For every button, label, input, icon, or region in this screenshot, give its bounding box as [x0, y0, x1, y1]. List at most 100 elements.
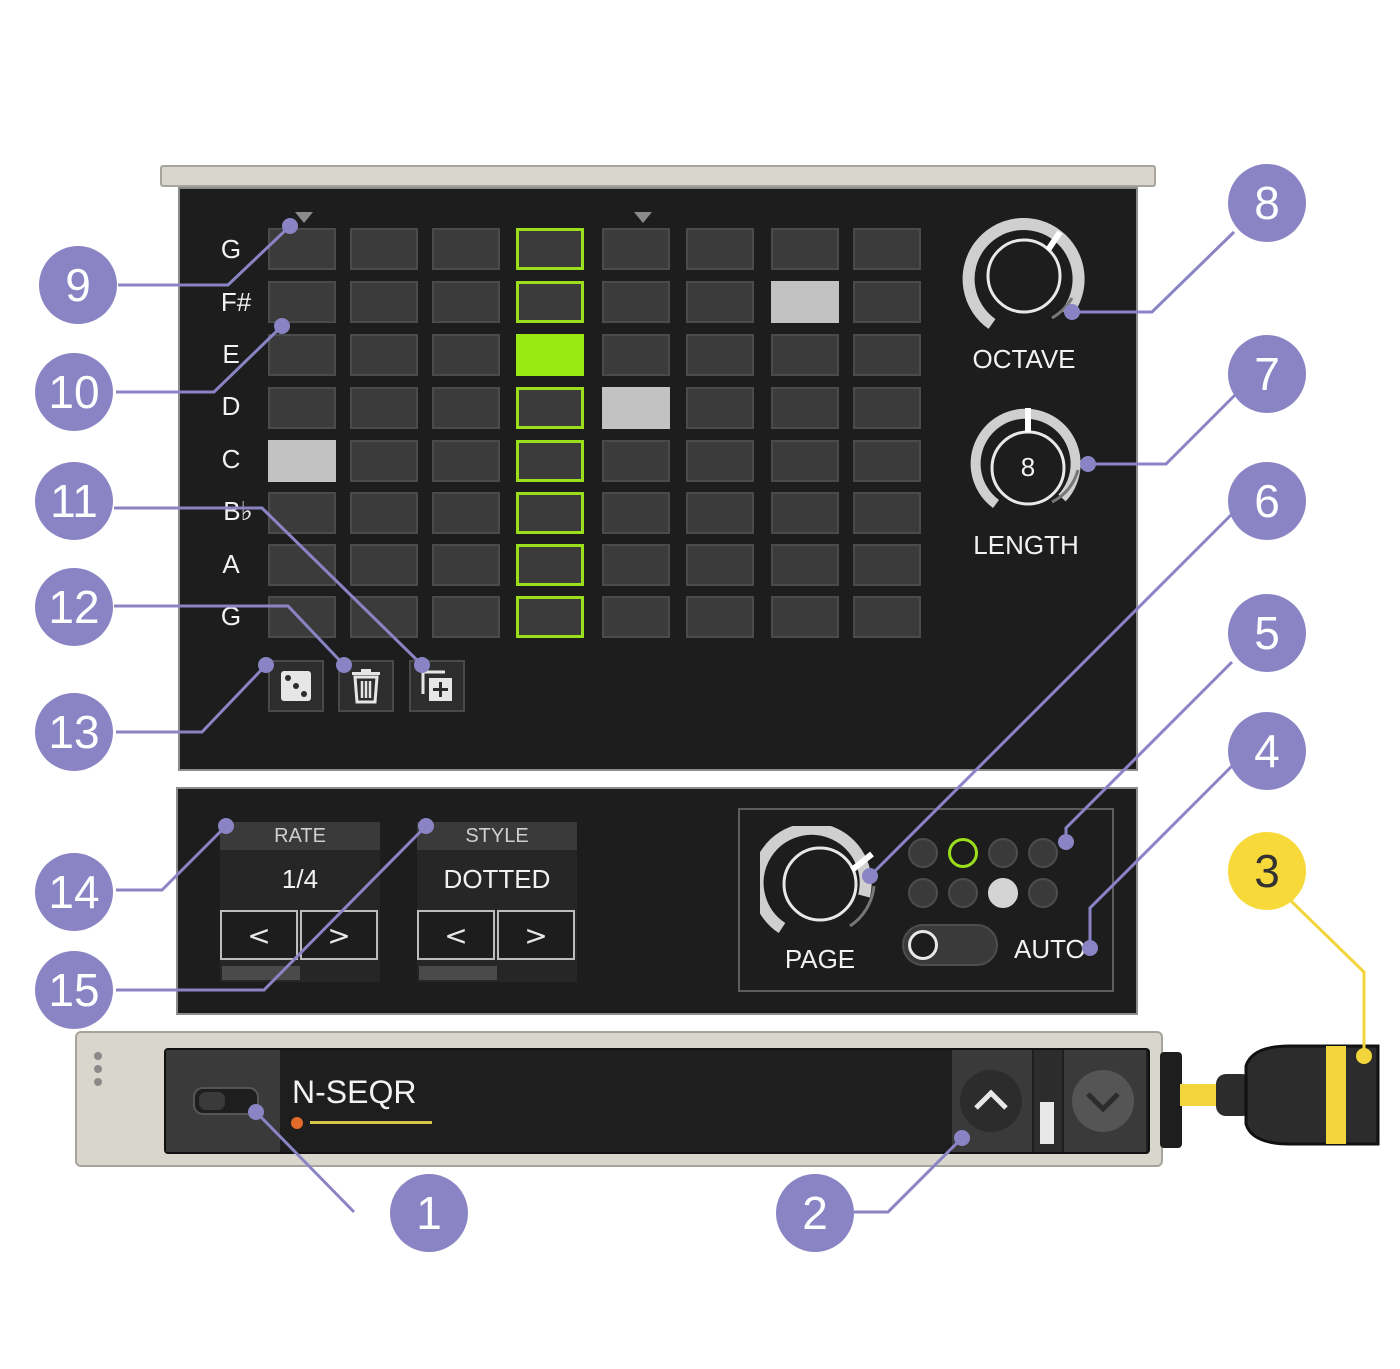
- rate-label: RATE: [220, 822, 380, 850]
- grid-cell[interactable]: [350, 596, 418, 638]
- grid-cell[interactable]: [516, 281, 584, 323]
- grid-cell[interactable]: [432, 544, 500, 586]
- grid-cell[interactable]: [853, 334, 921, 376]
- duplicate-button[interactable]: [409, 660, 465, 712]
- rate-next-button[interactable]: >: [300, 910, 378, 960]
- page-label: PAGE: [784, 944, 856, 974]
- grid-cell[interactable]: [602, 544, 670, 586]
- grid-cell[interactable]: [350, 440, 418, 482]
- grid-cell[interactable]: [268, 387, 336, 429]
- grid-cell[interactable]: [853, 440, 921, 482]
- grid-cell[interactable]: [516, 228, 584, 270]
- grid-cell[interactable]: [268, 334, 336, 376]
- grid-cell[interactable]: [686, 281, 754, 323]
- grid-cell[interactable]: [771, 387, 839, 429]
- grid-cell[interactable]: [853, 544, 921, 586]
- grid-cell[interactable]: [853, 492, 921, 534]
- page-knob[interactable]: [760, 826, 884, 938]
- grid-cell[interactable]: [771, 492, 839, 534]
- callout-7: 7: [1228, 335, 1306, 413]
- grid-cell[interactable]: [268, 544, 336, 586]
- grid-cell[interactable]: [350, 492, 418, 534]
- grid-cell[interactable]: [771, 440, 839, 482]
- grid-cell[interactable]: [602, 492, 670, 534]
- page-led[interactable]: [988, 878, 1018, 908]
- grid-cell[interactable]: [350, 387, 418, 429]
- grid-cell[interactable]: [432, 492, 500, 534]
- grid-cell[interactable]: [350, 544, 418, 586]
- device-menu-icon[interactable]: [94, 1052, 104, 1092]
- grid-cell[interactable]: [432, 387, 500, 429]
- grid-cell[interactable]: [686, 596, 754, 638]
- grid-cell[interactable]: [350, 334, 418, 376]
- grid-cell[interactable]: [853, 228, 921, 270]
- callout-anchor-dot: [1356, 1048, 1372, 1064]
- preset-down-button[interactable]: [1072, 1070, 1134, 1132]
- note-label: G: [220, 601, 242, 631]
- callout-2: 2: [776, 1174, 854, 1252]
- grid-cell[interactable]: [853, 387, 921, 429]
- grid-cell[interactable]: [602, 387, 670, 429]
- grid-cell[interactable]: [516, 596, 584, 638]
- grid-cell[interactable]: [516, 387, 584, 429]
- grid-cell[interactable]: [516, 492, 584, 534]
- style-next-button[interactable]: >: [497, 910, 575, 960]
- note-label: F#: [220, 287, 252, 317]
- auto-toggle[interactable]: [902, 924, 998, 966]
- grid-cell[interactable]: [853, 281, 921, 323]
- page-led[interactable]: [908, 878, 938, 908]
- grid-cell[interactable]: [516, 544, 584, 586]
- grid-cell[interactable]: [686, 387, 754, 429]
- grid-cell[interactable]: [432, 281, 500, 323]
- grid-cell[interactable]: [686, 334, 754, 376]
- callout-10: 10: [35, 353, 113, 431]
- rate-prev-button[interactable]: <: [220, 910, 298, 960]
- grid-cell[interactable]: [602, 228, 670, 270]
- grid-cell[interactable]: [350, 228, 418, 270]
- length-knob[interactable]: [966, 400, 1090, 516]
- style-prev-button[interactable]: <: [417, 910, 495, 960]
- grid-cell[interactable]: [602, 596, 670, 638]
- grid-cell[interactable]: [686, 544, 754, 586]
- randomize-button[interactable]: [268, 660, 324, 712]
- callout-8: 8: [1228, 164, 1306, 242]
- page-led[interactable]: [1028, 878, 1058, 908]
- grid-cell[interactable]: [602, 334, 670, 376]
- grid-cell[interactable]: [432, 334, 500, 376]
- callout-1: 1: [390, 1174, 468, 1252]
- grid-cell[interactable]: [602, 281, 670, 323]
- rate-indicator: [222, 966, 300, 980]
- grid-cell[interactable]: [686, 492, 754, 534]
- callout-9: 9: [39, 246, 117, 324]
- grid-cell[interactable]: [268, 281, 336, 323]
- grid-cell[interactable]: [268, 596, 336, 638]
- page-led[interactable]: [948, 878, 978, 908]
- grid-cell[interactable]: [432, 228, 500, 270]
- grid-cell[interactable]: [771, 596, 839, 638]
- grid-cell[interactable]: [602, 440, 670, 482]
- grid-cell[interactable]: [268, 440, 336, 482]
- page-led[interactable]: [1028, 838, 1058, 868]
- grid-cell[interactable]: [771, 228, 839, 270]
- grid-cell[interactable]: [853, 596, 921, 638]
- callout-anchor-dot: [862, 868, 878, 884]
- grid-cell[interactable]: [432, 596, 500, 638]
- grid-cell[interactable]: [516, 440, 584, 482]
- grid-cell[interactable]: [686, 440, 754, 482]
- grid-cell[interactable]: [516, 334, 584, 376]
- grid-cell[interactable]: [771, 544, 839, 586]
- page-led[interactable]: [988, 838, 1018, 868]
- octave-knob[interactable]: [962, 218, 1092, 338]
- grid-cell[interactable]: [771, 334, 839, 376]
- preset-up-button[interactable]: [960, 1070, 1022, 1132]
- grid-cell[interactable]: [771, 281, 839, 323]
- grid-cell[interactable]: [686, 228, 754, 270]
- callout-anchor-dot: [258, 657, 274, 673]
- page-led[interactable]: [948, 838, 978, 868]
- page-led[interactable]: [908, 838, 938, 868]
- callout-5: 5: [1228, 594, 1306, 672]
- grid-cell[interactable]: [432, 440, 500, 482]
- cable-connector-icon[interactable]: [1160, 1040, 1384, 1150]
- grid-cell[interactable]: [350, 281, 418, 323]
